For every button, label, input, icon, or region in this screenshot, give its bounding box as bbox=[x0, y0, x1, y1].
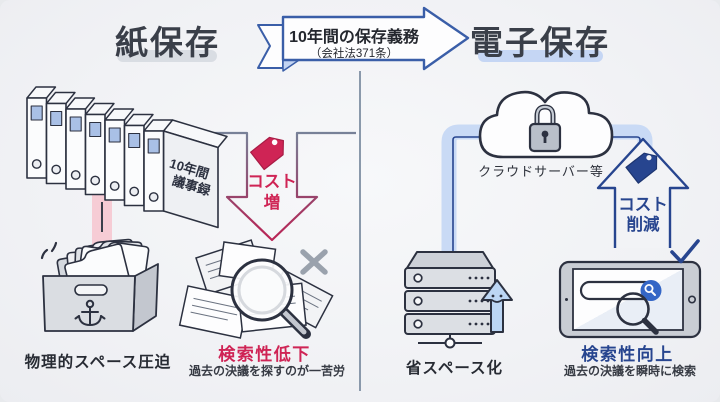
cloud-icon bbox=[478, 90, 614, 159]
smiley-arrow-icon bbox=[481, 279, 513, 333]
left-result-title: 検索性低下 bbox=[218, 345, 311, 364]
search-button-icon bbox=[640, 280, 662, 301]
left-title-underline bbox=[117, 50, 217, 62]
left-section-title: 紙保存 bbox=[115, 24, 220, 61]
down-arrow-icon bbox=[205, 131, 356, 242]
right-result-caption: 過去の決議を瞬時に検索 bbox=[563, 364, 696, 378]
ribbon-arrow-body bbox=[281, 6, 470, 71]
right-result-title: 検索性向上 bbox=[581, 345, 674, 364]
magnifier-icon-right bbox=[616, 292, 659, 335]
cost-increase-line1: コスト bbox=[247, 173, 297, 191]
folder-box-icon bbox=[42, 238, 159, 332]
lock-icon bbox=[528, 104, 562, 153]
banner-title: 10年間の保存義務 bbox=[289, 27, 420, 46]
cost-reduction-line2: 削減 bbox=[627, 214, 661, 234]
tablet-home-button bbox=[687, 295, 696, 304]
low-searchability-icon bbox=[178, 239, 334, 339]
price-tag-icon bbox=[250, 136, 284, 171]
cost-increase-line2: 増 bbox=[264, 192, 281, 212]
anchor-icon bbox=[74, 299, 106, 327]
ribbon-banner: 10年間の保存義務 （会社法371条） bbox=[257, 6, 470, 72]
paper-storage-illustration: 10年間 議事録 コスト 増 bbox=[26, 86, 356, 339]
box-caption: 物理的スペース圧迫 bbox=[24, 354, 172, 371]
server-icon bbox=[404, 251, 496, 349]
digital-storage-illustration: コスト 削減 bbox=[404, 90, 702, 349]
right-section-title: 電子保存 bbox=[470, 24, 610, 61]
center-divider bbox=[359, 71, 361, 391]
magnifier-icon bbox=[230, 258, 311, 339]
ribbon-tail bbox=[257, 24, 284, 69]
binder-spines bbox=[26, 86, 174, 212]
up-arrow-fill bbox=[598, 139, 688, 248]
banner-subtitle: （会社法371条） bbox=[310, 46, 398, 60]
price-tag-icon-blue bbox=[625, 152, 658, 184]
checkmark-icon bbox=[670, 239, 700, 264]
binder-side-face: 10年間 議事録 bbox=[162, 119, 228, 229]
right-title-underline bbox=[478, 50, 603, 62]
box-handle bbox=[74, 284, 108, 296]
sweat-drops-icon bbox=[40, 241, 58, 260]
x-mark-icon bbox=[300, 249, 328, 275]
binder-stack-icon: 10年間 議事録 bbox=[26, 86, 228, 229]
cost-reduction-line1: コスト bbox=[618, 196, 668, 214]
cloud-caption: クラウドサーバー等 bbox=[478, 164, 604, 179]
up-arrow-icon bbox=[596, 137, 690, 248]
tablet-camera bbox=[565, 298, 568, 301]
left-result-caption: 過去の決議を探すのが一苦労 bbox=[188, 364, 345, 378]
tablet-icon bbox=[558, 260, 702, 339]
server-caption: 省スペース化 bbox=[405, 360, 504, 377]
